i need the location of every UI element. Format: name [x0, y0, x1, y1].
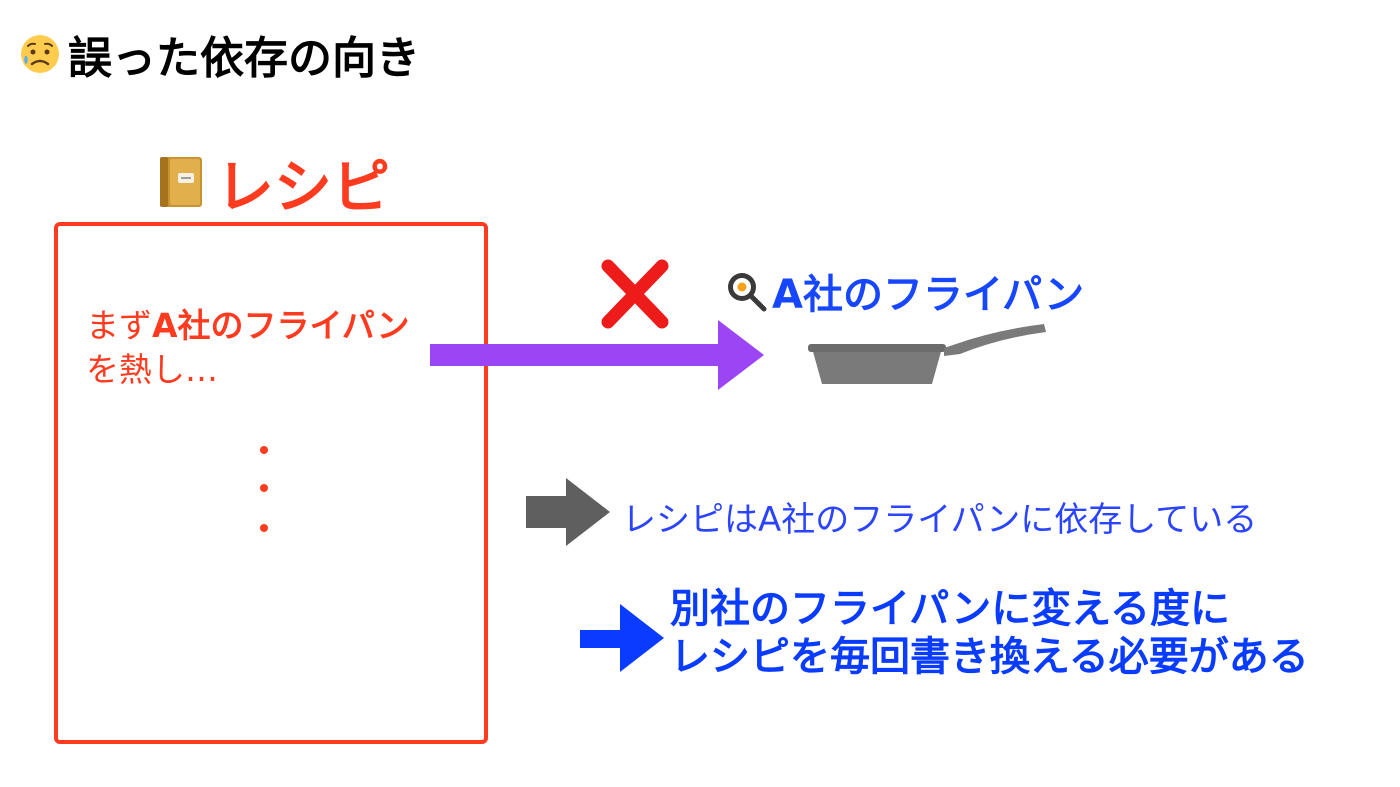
- dependency-note: レシピはA社のフライパンに依存している: [622, 500, 1258, 540]
- recipe-text: まずA社のフライパン を熱し…: [86, 304, 410, 392]
- recipe-line-1-bold: A社のフライパン: [152, 306, 410, 345]
- recipe-line-2: を熱し…: [86, 350, 218, 389]
- worried-face-with-sweat-icon: [18, 32, 62, 76]
- notebook-icon: [156, 153, 206, 211]
- recipe-line-1-prefix: まず: [86, 306, 152, 345]
- conclusion-text: 別社のフライパンに変える度に レシピを毎回書き換える必要がある: [670, 585, 1309, 681]
- title-text: 誤った依存の向き: [68, 33, 420, 84]
- ellipsis-dot: [260, 524, 268, 532]
- gray-arrow: [526, 478, 610, 546]
- blue-arrow: [580, 604, 664, 672]
- conclusion-line-2: レシピを毎回書き換える必要がある: [670, 634, 1309, 680]
- recipe-box: [54, 222, 488, 744]
- cross-mark-icon: [601, 259, 669, 329]
- recipe-heading: レシピ: [156, 140, 390, 224]
- page-title: 誤った依存の向き: [18, 22, 420, 86]
- purple-dependency-arrow: [430, 320, 764, 390]
- recipe-label: レシピ: [216, 153, 391, 221]
- frying-pan-shape: [808, 324, 1046, 384]
- recipe-ellipsis-dots: [258, 438, 272, 538]
- pan-label: A社のフライパン: [724, 262, 1084, 320]
- conclusion-line-1: 別社のフライパンに変える度に: [670, 586, 1230, 632]
- ellipsis-dot: [260, 446, 268, 454]
- ellipsis-dot: [260, 484, 268, 492]
- recipe-line-1: まずA社のフライパン: [86, 304, 410, 348]
- pan-label-text: A社のフライパン: [772, 272, 1085, 318]
- frying-pan-egg-icon: [724, 269, 768, 313]
